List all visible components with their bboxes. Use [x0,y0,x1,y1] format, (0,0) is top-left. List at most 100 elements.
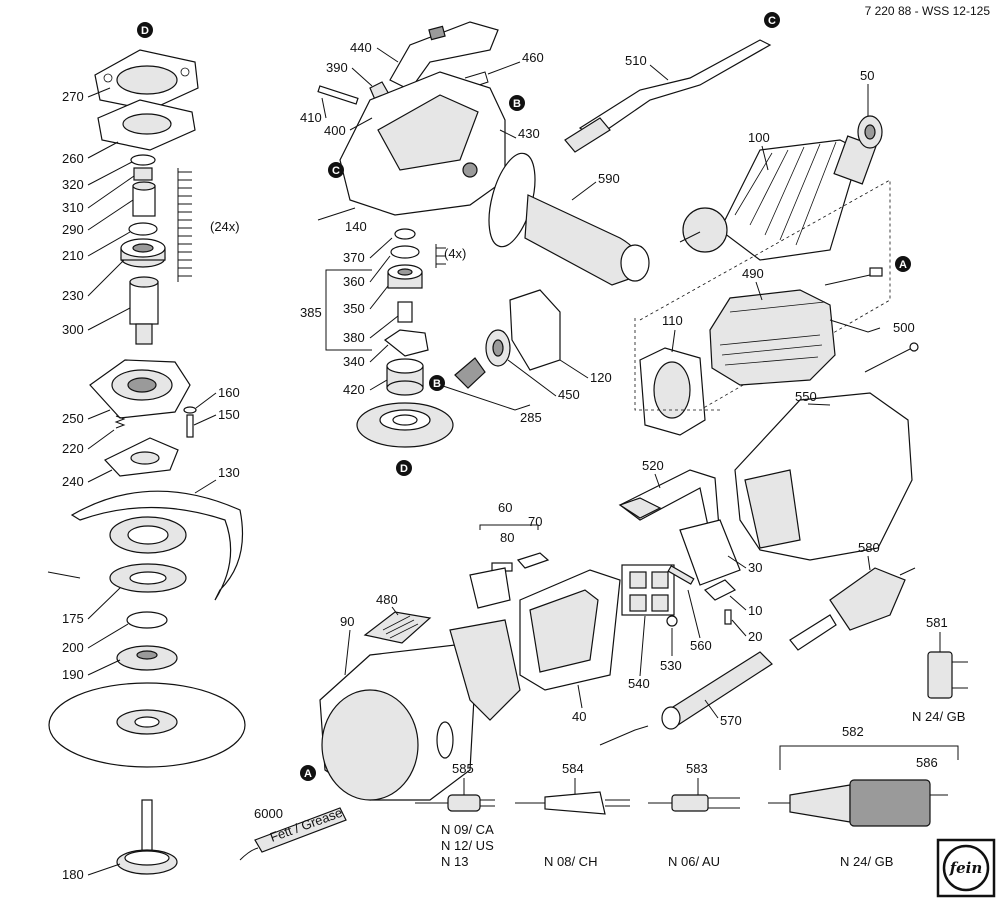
label-210: 210 [62,248,84,263]
part-130-wheel-guard [47,490,244,601]
part-350-bearing [387,264,423,289]
part-581-gb-plug [927,640,968,699]
label-390: 390 [326,60,348,75]
label-450: 450 [558,387,580,402]
part-cable-ends [599,725,649,746]
svg-text:B: B [433,378,441,390]
part-270-flange-plate [94,49,199,111]
label-120: 120 [590,370,612,385]
label-570: 570 [720,713,742,728]
label-410: 410 [300,110,322,125]
part-220-spring [114,415,126,429]
part-190-clamping-nut [116,645,178,671]
label-400: 400 [324,123,346,138]
label-60: 60 [498,500,512,515]
switch-assembly [319,469,968,801]
bottom-callouts: 6000 585 584 583 582 586 N 09/ CA N 12/ … [254,724,938,869]
part-30-brush-cover [679,519,741,586]
part-pinion [454,357,486,389]
bracket-60 [479,524,539,530]
grinding-disc [48,682,246,768]
label-260: 260 [62,151,84,166]
variant-n06-au: N 06/ AU [668,854,720,869]
part-440-lever [389,21,499,91]
label-460: 460 [522,50,544,65]
label-30: 30 [748,560,762,575]
part-terminal-block [469,567,511,609]
part-570-cable-sleeve [661,651,773,730]
label-250: 250 [62,411,84,426]
svg-text:C: C [768,15,776,27]
label-582: 582 [842,724,864,739]
label-100: 100 [748,130,770,145]
label-581: 581 [926,615,948,630]
badge-d-top: D [137,22,153,38]
label-80: 80 [500,530,514,545]
part-230-bearing [120,238,166,268]
badge-c-left: C [328,162,344,178]
label-50: 50 [860,68,874,83]
part-90-motor-housing [319,619,521,801]
part-370-nut [394,228,416,240]
part-140-screw [317,207,356,221]
left-spindle-stack [47,49,246,875]
fein-logo: fein [936,838,996,898]
badge-b-top: B [509,95,525,111]
part-300-spindle [129,276,159,345]
part-420-bearing [386,358,424,396]
label-440: 440 [350,40,372,55]
label-150: 150 [218,407,240,422]
label-310: 310 [62,200,84,215]
svg-text:A: A [304,768,312,780]
left-callouts: 270 260 320 310 290 210 230 300 250 160 … [62,87,240,882]
part-200-ring [126,611,168,629]
svg-text:D: D [400,463,408,475]
part-180-flange-bolt [116,799,178,875]
label-480: 480 [376,592,398,607]
label-6000: 6000 [254,806,283,821]
label-220: 220 [62,441,84,456]
label-270: 270 [62,89,84,104]
part-380-clip [397,301,413,323]
svg-text:A: A [899,259,907,271]
label-24x: (24x) [210,219,240,234]
label-140: 140 [345,219,367,234]
part-450-bearing [485,329,511,367]
label-370: 370 [343,250,365,265]
gear-head-assembly [317,21,650,448]
label-70: 70 [528,514,542,529]
part-410-pin [317,85,359,105]
part-310-key [133,167,153,181]
variant-n24-gb: N 24/ GB [840,854,893,869]
guide-line-field [634,318,720,411]
part-360-washer [390,245,420,259]
label-360: 360 [343,274,365,289]
part-210-washer [128,222,158,236]
label-160: 160 [218,385,240,400]
fein-logo-text: fein [949,859,983,877]
label-130: 130 [218,465,240,480]
svg-text:B: B [513,98,521,110]
label-530: 530 [660,658,682,673]
part-510-brush-spring [564,39,772,153]
part-560-clip [667,565,695,585]
badge-c-top: C [764,12,780,28]
label-340: 340 [343,354,365,369]
svg-text:D: D [141,25,149,37]
label-584: 584 [562,761,584,776]
label-420: 420 [343,382,365,397]
label-550: 550 [795,389,817,404]
label-110: 110 [662,313,683,328]
label-300: 300 [62,322,84,337]
label-350: 350 [343,301,365,316]
label-320: 320 [62,177,84,192]
reference-badges: D C B C A B D A [137,12,911,781]
label-20: 20 [748,629,762,644]
part-500-screw [864,342,919,373]
part-110-insulating-ring [639,347,706,436]
part-40-electronics [519,569,621,691]
part-584-plug [515,791,630,815]
variant-n08-ch: N 08/ CH [544,854,597,869]
part-250-bearing-flange [89,359,191,419]
part-590-side-handle [488,152,650,286]
